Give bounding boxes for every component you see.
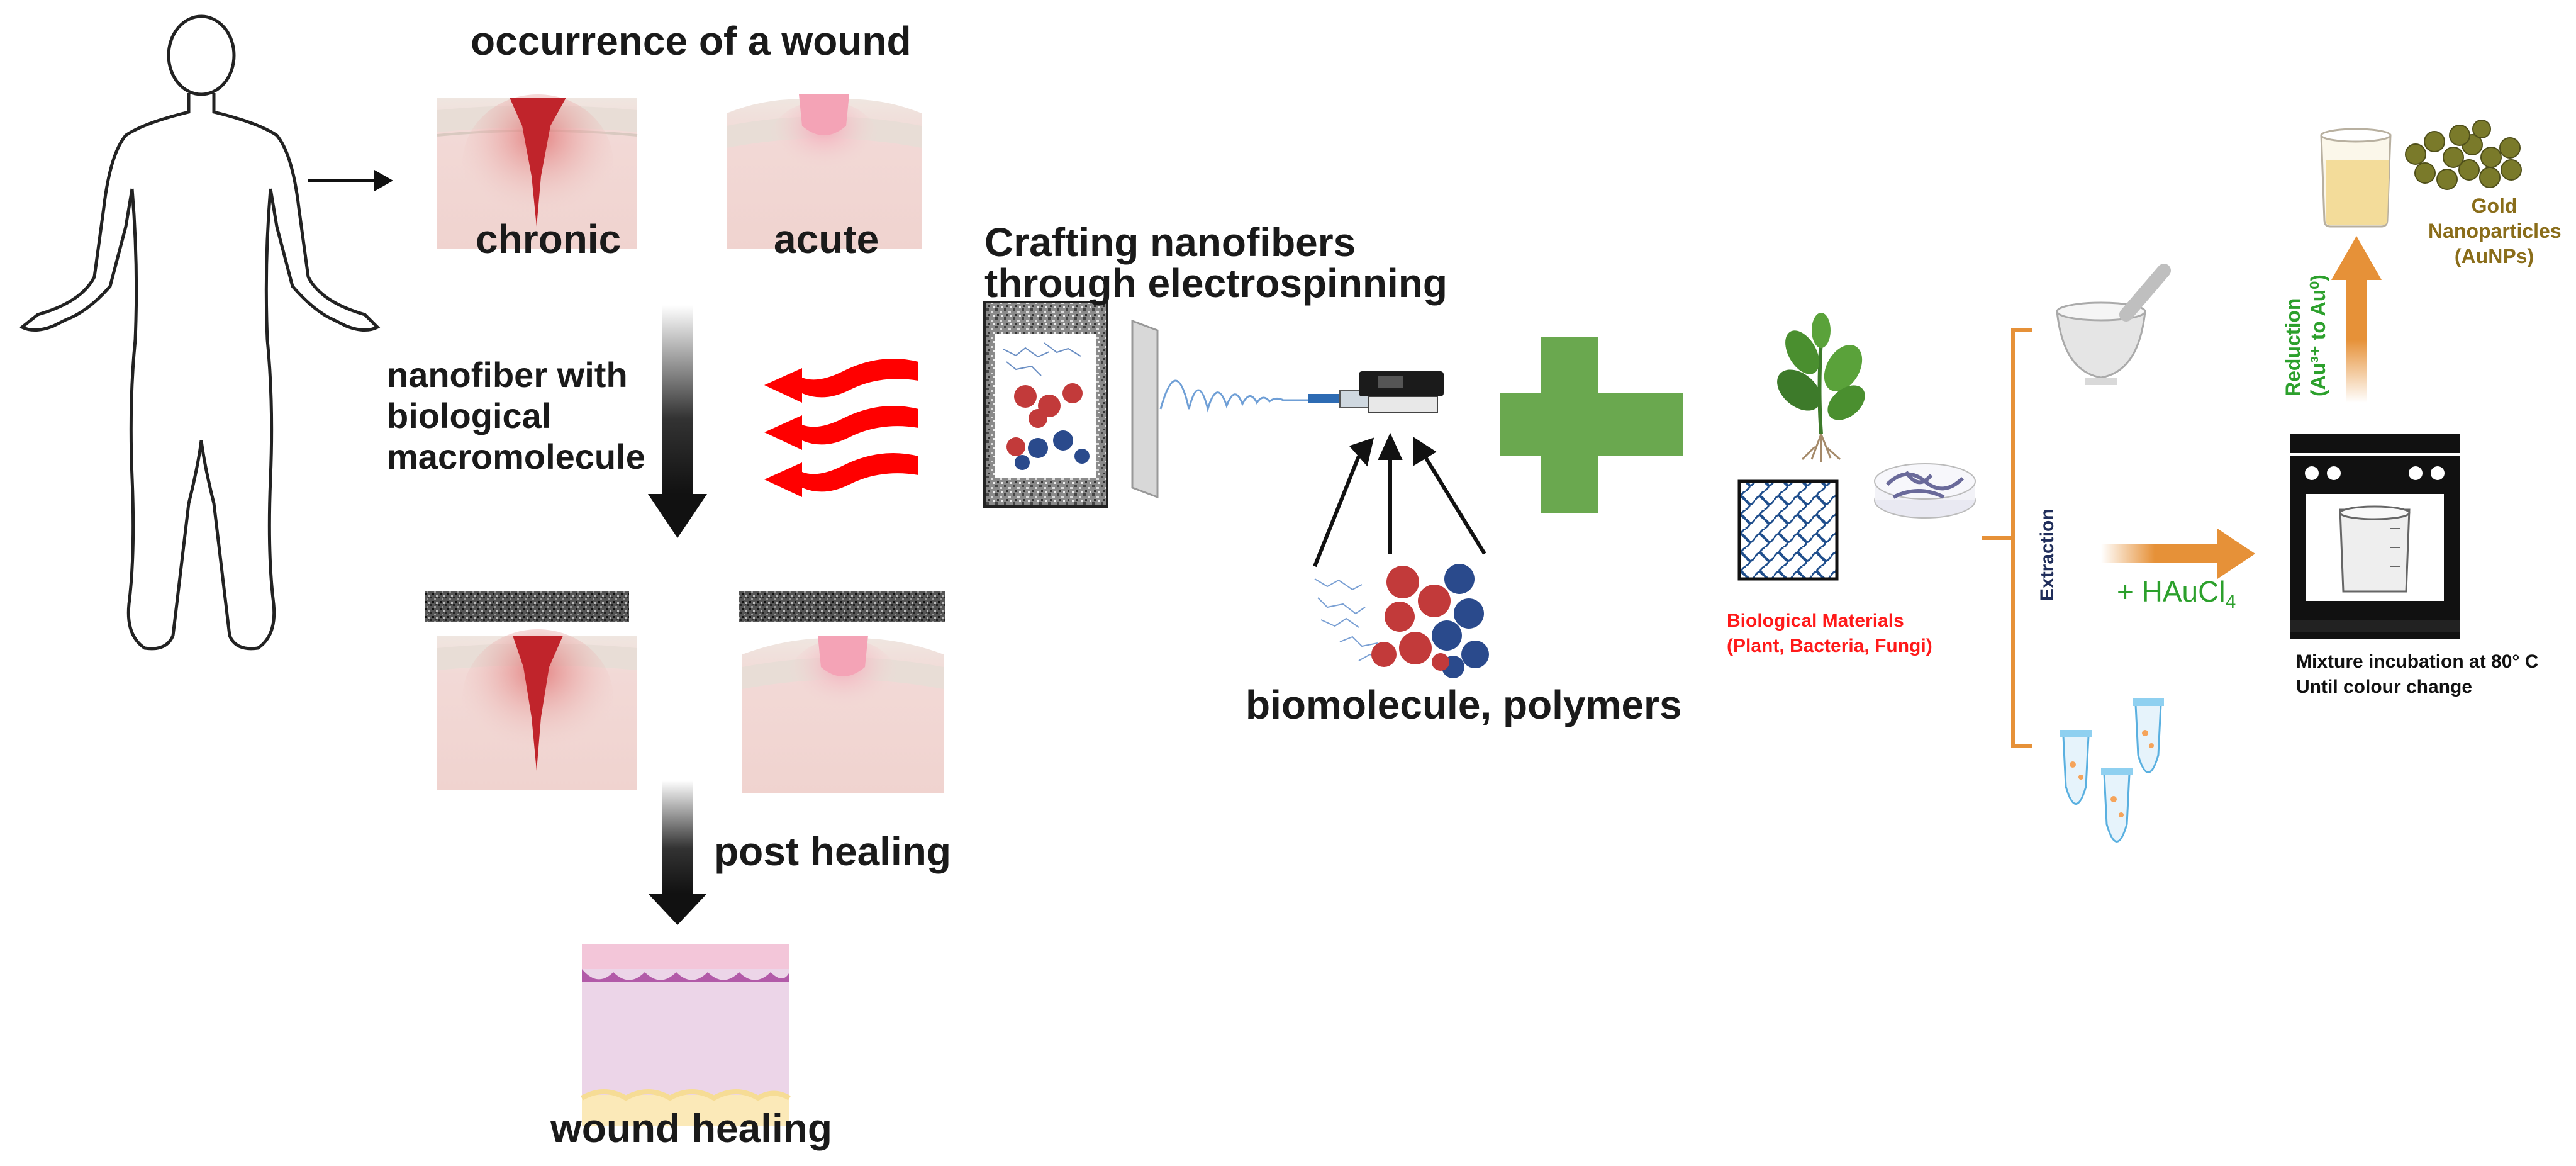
- biomolecule-polymers-label: biomolecule, polymers: [1246, 682, 1682, 727]
- orange-right-arrow: [2101, 529, 2255, 579]
- crafting-label-line1: Crafting nanofibers: [984, 220, 1356, 265]
- chronic-wound-dressed-icon: [437, 629, 637, 790]
- haucl4-label: + HAuCl4: [2117, 575, 2236, 613]
- occurrence-of-wound-title: occurrence of a wound: [471, 18, 912, 64]
- biological-materials-label-line2: (Plant, Bacteria, Fungi): [1727, 636, 1932, 656]
- human-to-wound-arrow: [308, 170, 393, 191]
- collector-plate-icon: [1131, 319, 1159, 499]
- gold-nanoparticles-label-line1: Gold: [2471, 194, 2517, 217]
- nanofiber-strip-chronic: [425, 591, 629, 622]
- post-healing-label: post healing: [714, 829, 951, 874]
- gold-solution-beaker-icon: [2320, 128, 2392, 228]
- down-arrow-to-nanofiber: [648, 305, 707, 538]
- acute-label: acute: [774, 216, 879, 262]
- gold-nanoparticles-label-line3: (AuNPs): [2454, 245, 2534, 267]
- biomolecule-polymer-cluster-icon: [1314, 564, 1489, 678]
- nanofiber-label-line3: macromolecule: [387, 437, 645, 476]
- fiber-jet-spiral-icon: [1159, 379, 1308, 413]
- extraction-label: Extraction: [2037, 508, 2058, 601]
- oven-incubator-icon: [2290, 434, 2460, 639]
- nanofiber-strip-acute: [739, 591, 945, 622]
- gold-nanoparticles-icon: [2405, 120, 2522, 190]
- mortar-pestle-icon: [2056, 264, 2171, 385]
- syringe-pump-icon: [1308, 371, 1444, 413]
- haucl4-label-text: + HAuCl: [2117, 575, 2226, 608]
- acute-wound-skin-icon: [727, 94, 922, 249]
- crafting-label-line2: through electrospinning: [984, 261, 1447, 306]
- mixture-label-line2: Until colour change: [2296, 676, 2473, 697]
- chronic-label: chronic: [476, 216, 622, 262]
- healed-skin-block-icon: [581, 944, 791, 1126]
- reduction-label-line1: Reduction: [2282, 298, 2304, 396]
- wound-healing-label: wound healing: [550, 1106, 832, 1151]
- nanofiber-mat-icon: [983, 301, 1108, 508]
- reduction-label-line2: (Au³⁺ to Au⁰): [2307, 274, 2329, 396]
- extraction-bracket: [1982, 328, 2032, 748]
- acute-wound-dressed-icon: [742, 636, 944, 793]
- mixture-label-line1: Mixture incubation at 80° C: [2296, 651, 2539, 672]
- down-arrow-to-healing: [648, 780, 707, 925]
- red-wavy-arrows-icon: [764, 359, 918, 497]
- green-plus-icon: [1500, 337, 1683, 513]
- plant-icon: [1777, 313, 1865, 462]
- fungi-dish-icon: [1874, 463, 1976, 519]
- orange-up-arrow: [2331, 236, 2382, 403]
- nanofiber-label-line2: biological: [387, 396, 552, 435]
- nanofiber-label-line1: nanofiber with: [387, 355, 628, 395]
- biological-materials-label-line1: Biological Materials: [1727, 610, 1904, 631]
- human-outline-icon: [19, 14, 381, 651]
- bacteria-network-icon: [1737, 479, 1839, 581]
- gold-nanoparticles-label-line2: Nanoparticles: [2428, 220, 2562, 242]
- haucl4-label-subscript: 4: [2225, 591, 2236, 613]
- chronic-wound-skin-icon: [437, 94, 638, 249]
- microcentrifuge-tubes-icon: [2060, 698, 2164, 843]
- input-arrows-icon: [1313, 432, 1486, 568]
